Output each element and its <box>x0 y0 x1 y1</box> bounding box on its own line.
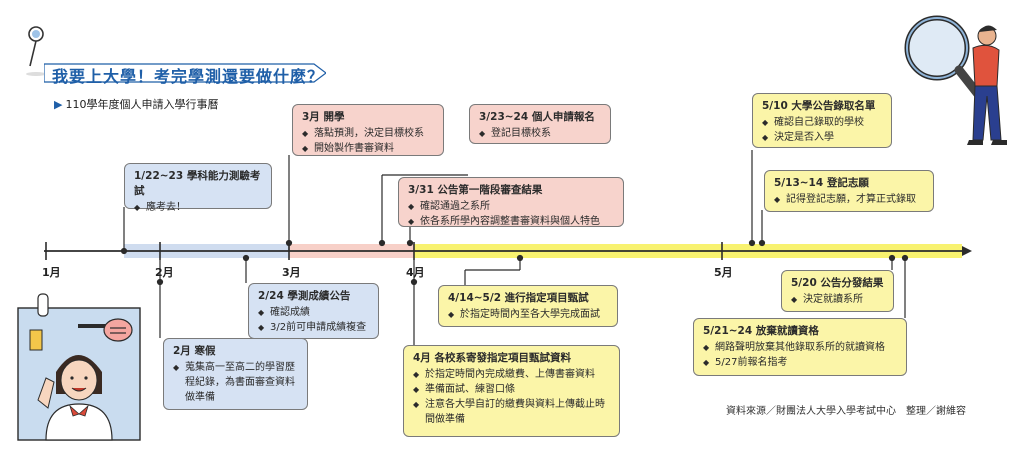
event-first-stage-result: 3/31 公告第一階段審查結果 確認通過之系所 依各系所學內容調整書審資料與個人… <box>398 177 624 229</box>
event-waive-admission-item-2: 5/27前報名指考 <box>703 355 898 370</box>
month-label-apr: 4月 <box>406 266 425 279</box>
event-waive-admission-heading: 5/21~24 放棄就讀資格 <box>703 325 819 337</box>
event-admission-list-item-2: 決定是否入學 <box>762 130 883 145</box>
pin-icon <box>26 26 46 76</box>
play-arrow-icon: ▶ <box>54 98 63 111</box>
month-label-mar: 3月 <box>282 266 301 279</box>
month-label-may: 5月 <box>714 266 733 279</box>
event-winter-break-item: 蒐集高一至高二的學習歷程紀錄，為書面審查資料做準備 <box>173 360 299 405</box>
event-score-release: 2/24 學測成績公告 確認成績 3/2前可申請成績複查 <box>248 283 379 339</box>
event-score-release-heading: 2/24 學測成績公告 <box>258 290 351 302</box>
event-screening-materials-heading: 4月 各校系寄發指定項目甄試資料 <box>413 352 571 364</box>
event-first-stage-result-item-1: 確認通過之系所 <box>408 199 615 214</box>
student-illustration <box>17 293 141 441</box>
subtitle-text: 110學年度個人申請入學行事曆 <box>65 98 219 111</box>
event-preference-registration-heading: 5/13~14 登記志願 <box>774 177 869 189</box>
event-placement-result: 5/20 公告分發結果 決定就讀系所 <box>781 270 894 312</box>
page-title: 我要上大學！考完學測還要做什麼？ <box>52 67 325 86</box>
event-semester-start-item-1: 落點預測，決定目標校系 <box>302 126 435 141</box>
event-exam-heading: 1/22~23 學科能力測驗考試 <box>134 170 261 197</box>
event-semester-start: 3月 開學 落點預測，決定目標校系 開始製作書審資料 <box>292 104 444 156</box>
event-semester-start-item-2: 開始製作書審資料 <box>302 141 435 156</box>
event-winter-break-heading: 2月 寒假 <box>173 345 216 357</box>
event-registration-heading: 3/23~24 個人申請報名 <box>479 111 595 123</box>
event-screening-materials: 4月 各校系寄發指定項目甄試資料 於指定時間內完成繳費、上傳書審資料 準備面試、… <box>403 345 620 437</box>
event-screening-materials-item-1: 於指定時間內完成繳費、上傳書審資料 <box>413 367 611 382</box>
event-admission-list-heading: 5/10 大學公告錄取名單 <box>762 100 876 112</box>
event-interviews: 4/14~5/2 進行指定項目甄試 於指定時間內至各大學完成面試 <box>438 285 618 327</box>
event-preference-registration-item: 記得登記志願，才算正式錄取 <box>774 192 925 207</box>
event-score-release-item-2: 3/2前可申請成績複查 <box>258 320 370 335</box>
event-waive-admission: 5/21~24 放棄就讀資格 網路聲明放棄其他錄取系所的就讀資格 5/27前報名… <box>693 318 907 376</box>
event-screening-materials-item-2: 準備面試、練習口條 <box>413 382 611 397</box>
event-first-stage-result-heading: 3/31 公告第一階段審查結果 <box>408 184 543 196</box>
event-exam-item: 應考去！ <box>134 200 263 215</box>
event-screening-materials-item-3: 注意各大學自訂的繳費與資料上傳截止時間做準備 <box>413 397 611 427</box>
event-waive-admission-item-1: 網路聲明放棄其他錄取系所的就讀資格 <box>703 340 898 355</box>
event-semester-start-heading: 3月 開學 <box>302 111 345 123</box>
event-placement-result-heading: 5/20 公告分發結果 <box>791 277 884 289</box>
title-frame <box>44 63 326 83</box>
event-interviews-item: 於指定時間內至各大學完成面試 <box>448 307 609 322</box>
month-label-feb: 2月 <box>155 266 174 279</box>
event-admission-list-item-1: 確認自己錄取的學校 <box>762 115 883 130</box>
event-preference-registration: 5/13~14 登記志願 記得登記志願，才算正式錄取 <box>764 170 934 212</box>
event-registration: 3/23~24 個人申請報名 登記目標校系 <box>469 104 611 144</box>
event-winter-break: 2月 寒假 蒐集高一至高二的學習歷程紀錄，為書面審查資料做準備 <box>163 338 308 410</box>
event-admission-list: 5/10 大學公告錄取名單 確認自己錄取的學校 決定是否入學 <box>752 93 892 148</box>
month-label-jan: 1月 <box>42 266 61 279</box>
event-score-release-item-1: 確認成績 <box>258 305 370 320</box>
event-interviews-heading: 4/14~5/2 進行指定項目甄試 <box>448 292 589 304</box>
event-placement-result-item: 決定就讀系所 <box>791 292 885 307</box>
event-first-stage-result-item-2: 依各系所學內容調整書審資料與個人特色 <box>408 214 615 229</box>
timeline-arrowhead <box>962 246 972 256</box>
subtitle: ▶110學年度個人申請入學行事曆 <box>54 96 218 112</box>
magnifier-person-illustration <box>904 15 1007 145</box>
event-registration-item: 登記目標校系 <box>479 126 602 141</box>
source-credit: 資料來源／財團法人大學入學考試中心 整理／謝維容 <box>726 406 966 417</box>
event-exam: 1/22~23 學科能力測驗考試 應考去！ <box>124 163 272 215</box>
